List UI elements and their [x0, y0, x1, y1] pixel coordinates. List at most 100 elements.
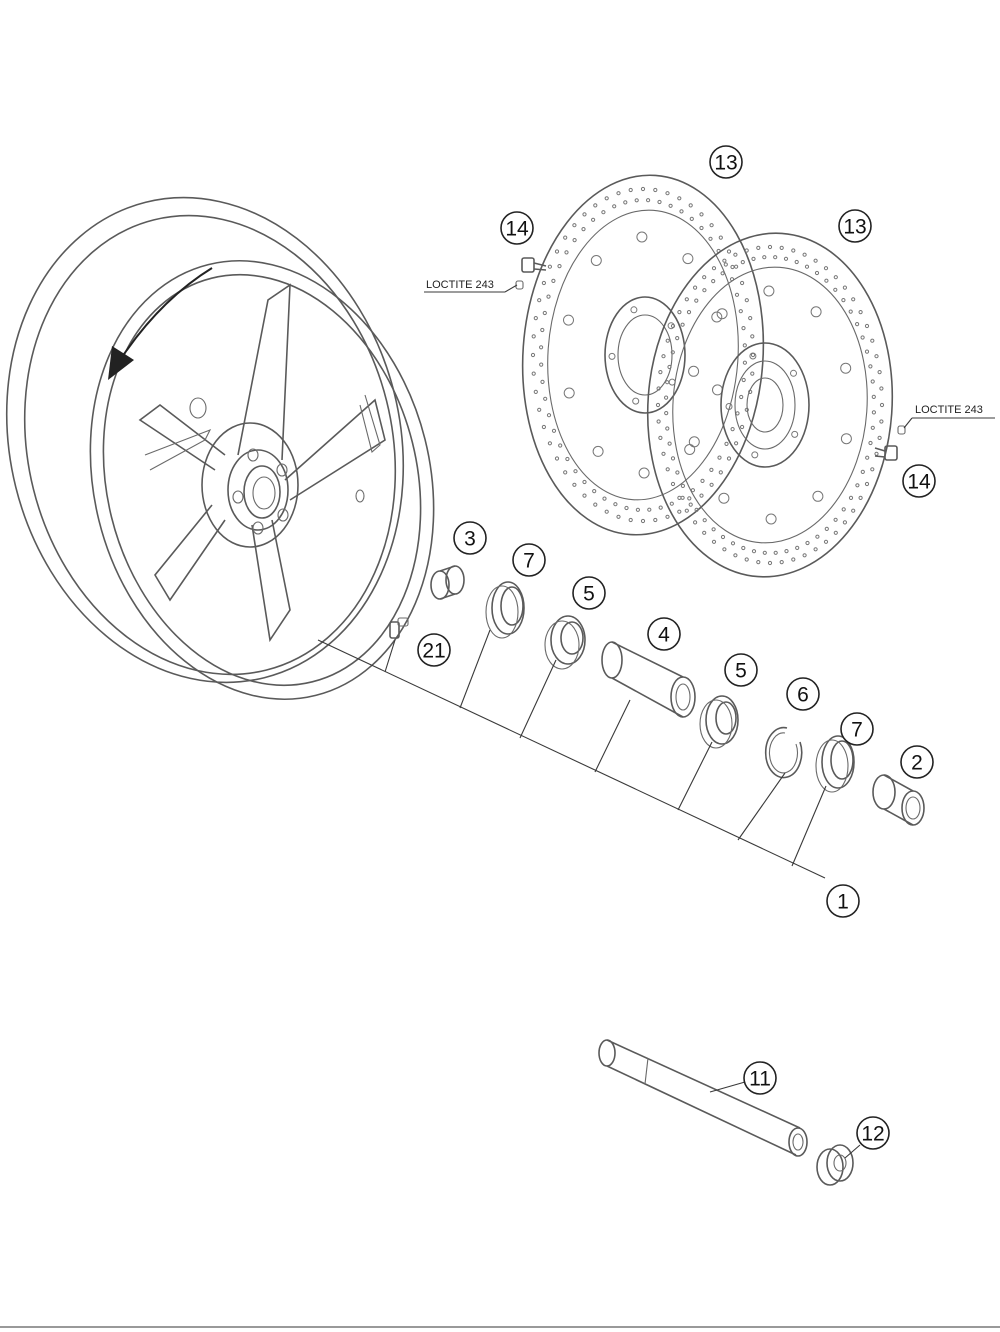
disc-hole — [833, 275, 838, 280]
disc-hole — [638, 467, 650, 479]
callout-7a-label: 7 — [523, 550, 535, 573]
disc-hole — [684, 508, 689, 513]
callout-2: 2 — [900, 745, 934, 779]
disc-hole — [711, 279, 716, 284]
disc-hole — [677, 310, 682, 315]
disc-hole — [851, 508, 856, 513]
disc-hole — [871, 410, 877, 415]
disc-hole — [677, 196, 682, 201]
disc-hole — [724, 441, 729, 446]
callout-14b-label: 14 — [907, 471, 931, 494]
circlip-6 — [764, 726, 803, 779]
disc-hole — [783, 256, 789, 261]
disc-hole — [726, 456, 732, 461]
disc-hole — [665, 426, 670, 431]
callout-21: 21 — [417, 633, 451, 667]
callout-13b: 13 — [838, 209, 872, 243]
disc-hole — [677, 495, 682, 500]
disc-hole — [661, 354, 666, 359]
callout-14a-label: 14 — [505, 218, 529, 241]
disc-hole — [725, 403, 733, 410]
disc-hole — [539, 362, 544, 367]
screw-14-left — [515, 257, 547, 290]
disc-hole — [791, 430, 799, 438]
disc-hole — [877, 370, 882, 375]
callout-5b-label: 5 — [735, 660, 747, 683]
disc-hole — [865, 455, 870, 460]
bearing-5-left — [544, 615, 586, 670]
disc-hole — [616, 514, 621, 519]
disc-hole — [634, 198, 639, 203]
callout-13b-label: 13 — [843, 216, 866, 239]
disc-hole — [582, 479, 587, 485]
callout-5a: 5 — [572, 576, 606, 610]
disc-hole — [543, 396, 548, 401]
disc-hole — [582, 212, 587, 217]
disc-hole — [795, 545, 800, 551]
disc-hole — [702, 518, 707, 523]
disc-hole — [688, 203, 693, 208]
disc-hole — [591, 217, 596, 222]
disc-hole — [657, 199, 662, 205]
disc-hole — [779, 245, 784, 250]
disc-hole — [874, 354, 879, 359]
callout-7b-label: 7 — [851, 719, 863, 742]
axle-nut-12 — [816, 1144, 854, 1186]
disc-hole — [709, 467, 714, 472]
disc-hole — [734, 264, 739, 269]
callout-6: 6 — [786, 677, 820, 711]
disc-hole — [791, 557, 796, 562]
disc-hole — [841, 507, 846, 512]
disc-hole — [699, 225, 704, 231]
disc-hole — [840, 362, 852, 374]
callout-2-label: 2 — [911, 752, 923, 775]
disc-hole — [554, 456, 560, 461]
disc-hole — [565, 456, 570, 462]
disc-hole — [773, 550, 778, 555]
disc-hole — [680, 483, 686, 488]
disc-hole — [647, 507, 652, 512]
disc-hole — [722, 547, 727, 552]
disc-hole — [750, 371, 755, 376]
bearing-5-right — [699, 695, 739, 749]
disc-hole — [784, 549, 789, 554]
disc-hole — [563, 387, 575, 399]
bottom-rule — [0, 1326, 1000, 1328]
disc-hole — [702, 275, 707, 280]
callout-1: 1 — [826, 884, 860, 918]
disc-hole — [833, 530, 838, 535]
disc-hole — [870, 467, 875, 472]
disc-hole — [804, 264, 810, 269]
disc-hole — [669, 501, 674, 506]
wheel-hub — [189, 397, 299, 548]
disc-hole — [680, 322, 685, 327]
disc-hole — [740, 260, 745, 265]
disc-hole — [670, 323, 676, 329]
disc-hole — [744, 298, 749, 303]
disc-hole — [572, 238, 577, 243]
disc-hole — [823, 539, 829, 544]
disc-hole — [726, 249, 732, 254]
disc-hole — [744, 557, 749, 562]
disc-hole — [709, 223, 714, 228]
loctite-note-right: LOCTITE 243 — [915, 404, 983, 416]
disc-hole — [851, 297, 856, 302]
disc-hole — [730, 541, 736, 546]
disc-hole — [718, 470, 723, 475]
disc-hole — [805, 540, 810, 546]
disc-hole — [802, 553, 807, 558]
disc-hole — [718, 235, 723, 240]
disc-hole — [677, 509, 682, 514]
spacer-2 — [872, 774, 925, 826]
callout-4-label: 4 — [658, 624, 670, 647]
disc-hole — [547, 264, 553, 269]
disc-hole — [877, 435, 882, 440]
seal-7-left — [485, 581, 525, 639]
brake-disc-rear — [521, 174, 765, 536]
disc-hole — [794, 259, 799, 265]
disc-hole — [687, 496, 692, 501]
disc-hole — [688, 502, 693, 507]
callout-3: 3 — [453, 521, 487, 555]
disc-hole — [664, 411, 669, 416]
